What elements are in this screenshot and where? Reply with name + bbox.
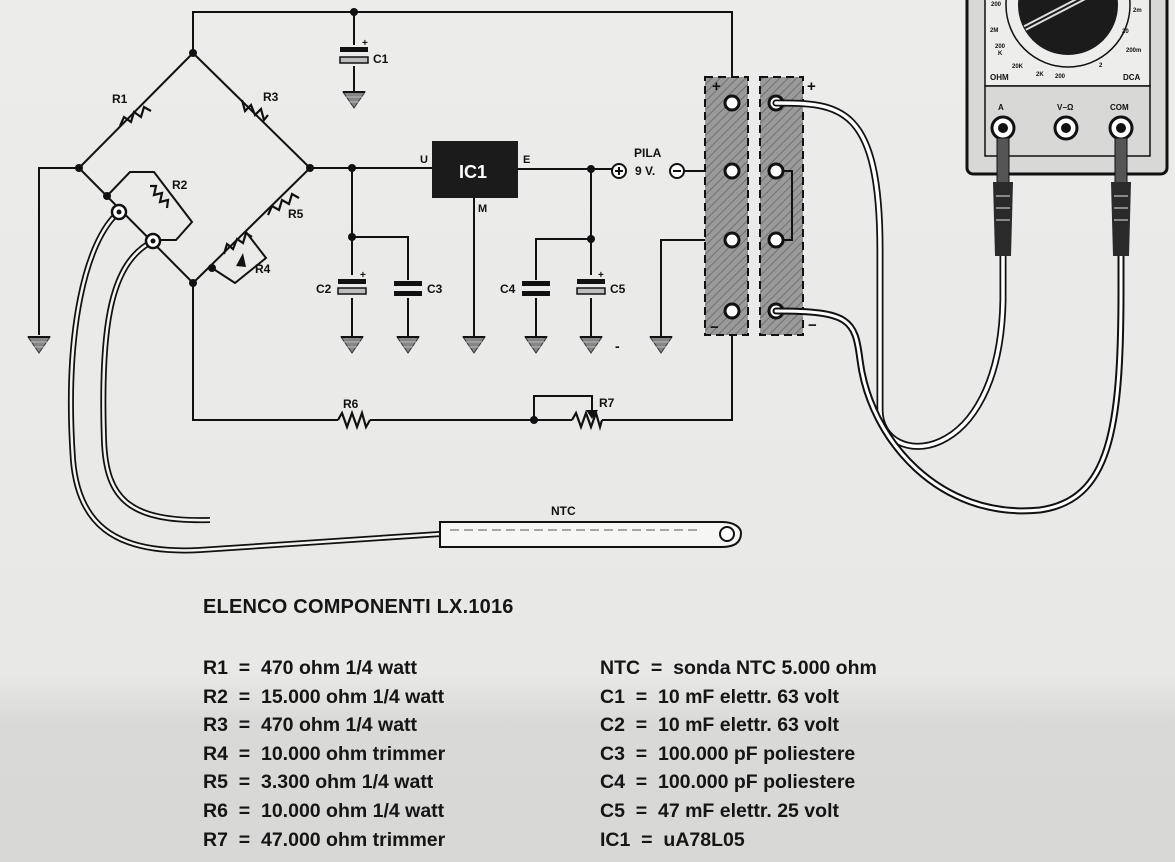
meter-range-label: K [998,51,1003,57]
component-labels: R1 R3 R2 R5 R4 R6 R7 C1 C2 C3 C4 C5 + + … [112,38,817,518]
terminal-strip-left [704,76,749,336]
resistor-r3 [240,99,269,123]
label-r7: R7 [599,396,615,410]
label-c2: C2 [316,282,332,296]
resistor-r2 [150,184,170,209]
meter-label-v-ohm: V−Ω [1057,103,1074,112]
label-c5-plus: + [598,270,604,281]
meter-range-label: 20K [1012,64,1024,70]
meter-range-label: 200 [991,2,1002,8]
junctions [75,8,595,424]
label-r6: R6 [343,397,359,411]
label-dot-minus: - [615,338,620,354]
meter-range-label: 2M [990,28,998,34]
label-pila-voltage: 9 V. [635,164,655,178]
label-strip-plus-left: + [712,78,721,95]
meter-range-label: 200 [1055,74,1066,80]
capacitor-c2 [337,279,367,295]
meter-range-label: 2m [1133,8,1142,14]
terminal-strip-right [759,76,804,336]
resistor-r7 [571,409,604,432]
test-lead-black [772,137,1131,515]
meter-range-label: 20 [1122,29,1129,35]
meter-range-label: 200m [1126,48,1141,54]
trimmer-r4-frame [211,231,268,285]
resistor-r1 [118,105,152,127]
capacitor-c4 [522,281,550,296]
label-c1: C1 [373,52,389,66]
resistor-r4 [222,231,253,255]
label-ntc: NTC [551,504,576,518]
label-ic-u: U [420,154,428,166]
label-r1: R1 [112,92,128,106]
label-strip-minus-left: − [710,319,719,336]
meter-label-ohm: OHM [990,73,1009,82]
meter-range-label: 2K [1036,72,1044,78]
label-ic-m: M [478,203,487,215]
jack-com [1108,115,1134,141]
label-r5: R5 [288,207,304,221]
label-r2: R2 [172,178,188,192]
capacitor-c3 [394,281,422,296]
wires [38,11,733,421]
label-r4: R4 [255,262,271,276]
label-c1-plus: + [362,38,368,49]
meter-label-dca: DCA [1123,73,1141,82]
ground-symbols [27,91,673,354]
label-c4: C4 [500,282,516,296]
capacitor-c1 [339,47,369,64]
label-strip-minus-right: − [808,317,817,334]
ntc-probe [68,203,743,554]
label-r3: R3 [263,90,279,104]
label-c3: C3 [427,282,443,296]
label-ic-e: E [523,154,530,166]
trimmer-r4-arrow [236,253,246,267]
label-c5: C5 [610,282,626,296]
label-pila: PILA [634,146,662,160]
trimmer-r7-arrow [586,410,598,419]
meter-label-com: COM [1110,103,1129,112]
label-ic1: IC1 [459,162,487,182]
meter-label-a: A [998,103,1004,112]
jack-v-ohm [1053,115,1079,141]
battery-connector [611,163,685,179]
ic1-body [432,141,518,198]
resistor-r5 [266,192,300,216]
meter-labels: 200 2M 200 K 20K 2K 200 2 20 200m 2m DCA… [990,2,1142,112]
multimeter [965,0,1169,176]
meter-range-label: 2 [1099,63,1103,69]
selector-knob [1018,0,1118,55]
jack-a [990,115,1016,141]
label-c2-plus: + [360,270,366,281]
test-lead-red [772,99,1013,450]
resistor-r6 [337,409,371,431]
label-strip-plus-right: + [807,78,816,95]
capacitor-c5 [576,279,606,295]
meter-range-label: 200 [995,44,1006,50]
